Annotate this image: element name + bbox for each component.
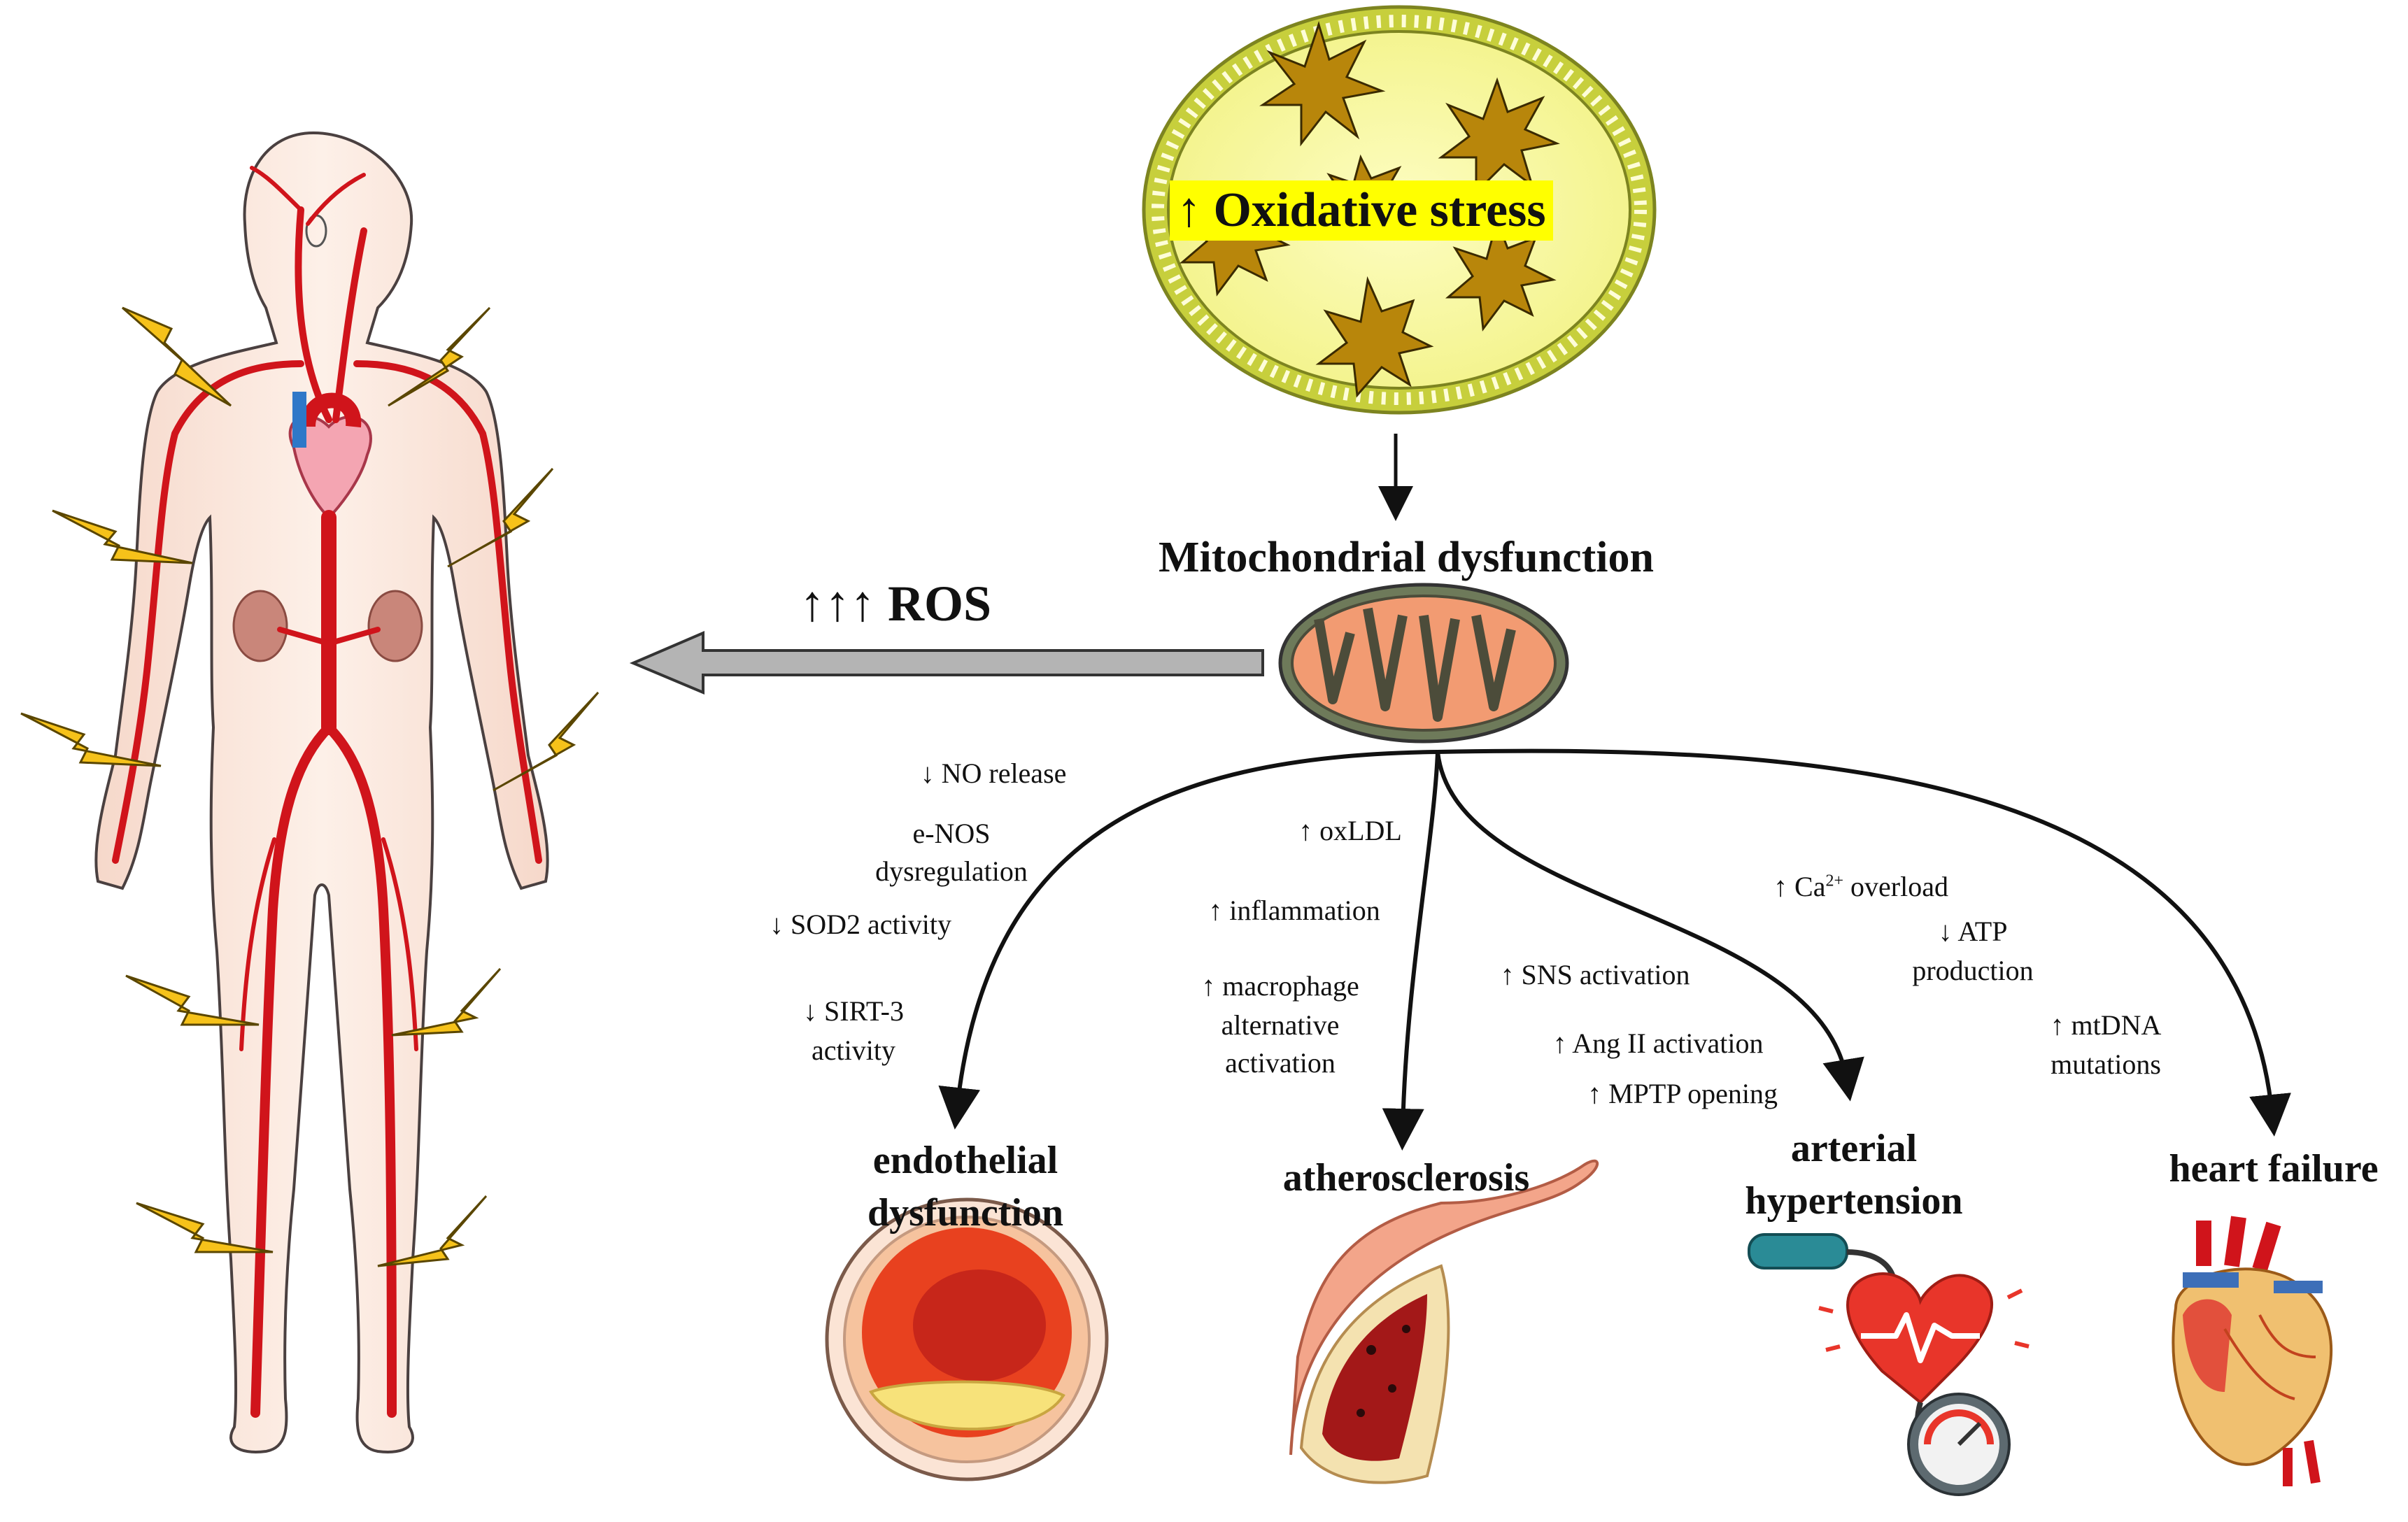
arrow-to-hypertension (1436, 751, 1864, 1102)
cell-membrane-pattern (1152, 15, 1647, 405)
human-body-figure (20, 131, 600, 1453)
lightning-bolts (20, 306, 600, 1267)
outcome-endothelial-line1: endothelial (872, 1139, 1058, 1182)
outcome-hypertension-line1: arterial (1790, 1127, 1918, 1170)
ros-arrow (629, 630, 1264, 695)
mtdna-text-line1: ↑ mtDNA (2050, 1009, 2162, 1041)
arrow-to-atherosclerosis (1382, 751, 1440, 1151)
outcome-hypertension-line2: hypertension (1745, 1179, 1963, 1223)
sns-text: ↑ SNS activation (1500, 959, 1690, 990)
sod2-text: ↓ SOD2 activity (770, 909, 951, 940)
oxldl-text: ↑ oxLDL (1298, 815, 1402, 846)
atp-text-line1: ↓ ATP (1938, 916, 2008, 947)
outcome-heart-failure: heart failure (2169, 1147, 2379, 1190)
mtdna-text-line2: mutations (2051, 1048, 2161, 1080)
arrow-to-endothelial (938, 750, 1438, 1130)
mitochondrial-dysfunction-title: Mitochondrial dysfunction (1159, 534, 1654, 581)
sirt3-text-line2: activity (812, 1034, 895, 1066)
sirt3-text-line1: ↓ SIRT-3 (803, 995, 904, 1027)
ang-text: ↑ Ang II activation (1552, 1027, 1764, 1059)
oxidative-stress-label: ↑ Oxidative stress (1170, 180, 1553, 241)
branch-arrows (938, 748, 2291, 1151)
arterial-tree (112, 166, 542, 1418)
artery-plaque-icon (1289, 1159, 1599, 1484)
ros-label: ↑↑↑ ROS (799, 576, 992, 632)
left-kidney (232, 590, 288, 662)
macrophage-text-line2: alternative (1221, 1009, 1340, 1041)
ca-overload-text: ↑ Ca2+ overload (1773, 871, 1948, 902)
macrophage-text-line3: activation (1225, 1047, 1336, 1079)
inflammation-text: ↑ inflammation (1208, 895, 1380, 926)
outcome-endothelial-line2: dysfunction (867, 1191, 1064, 1235)
outcome-atherosclerosis: atherosclerosis (1282, 1156, 1530, 1200)
right-kidney (367, 590, 423, 662)
blood-pressure-icon (1748, 1233, 2030, 1496)
enos-text-line2: dysregulation (875, 855, 1028, 887)
body-silhouette (94, 131, 549, 1453)
anatomical-heart-icon (2172, 1216, 2333, 1486)
vessel-cross-section-icon (825, 1197, 1109, 1481)
mito-cristae (1314, 607, 1516, 722)
arrow-to-heart-failure (1437, 748, 2291, 1137)
enos-text-line1: e-NOS (912, 818, 991, 849)
mptp-text: ↑ MPTP opening (1587, 1078, 1778, 1109)
macrophage-text-line1: ↑ macrophage (1201, 970, 1359, 1002)
mitochondrion (1278, 583, 1569, 744)
aortic-arch (300, 392, 362, 428)
no-release-text: ↓ NO release (920, 758, 1067, 789)
atp-text-line2: production (1912, 955, 2034, 986)
